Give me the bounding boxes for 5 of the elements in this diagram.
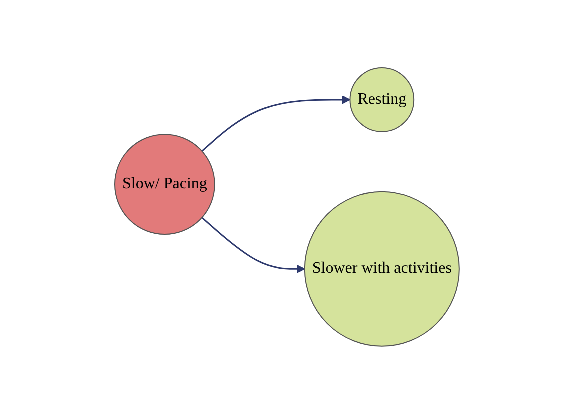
node-circle: Resting <box>350 67 414 132</box>
node-circle: Slow/ Pacing <box>114 134 216 235</box>
arrow <box>202 95 350 152</box>
node-circle: Slower with activities <box>304 191 460 347</box>
arrow <box>202 217 306 274</box>
